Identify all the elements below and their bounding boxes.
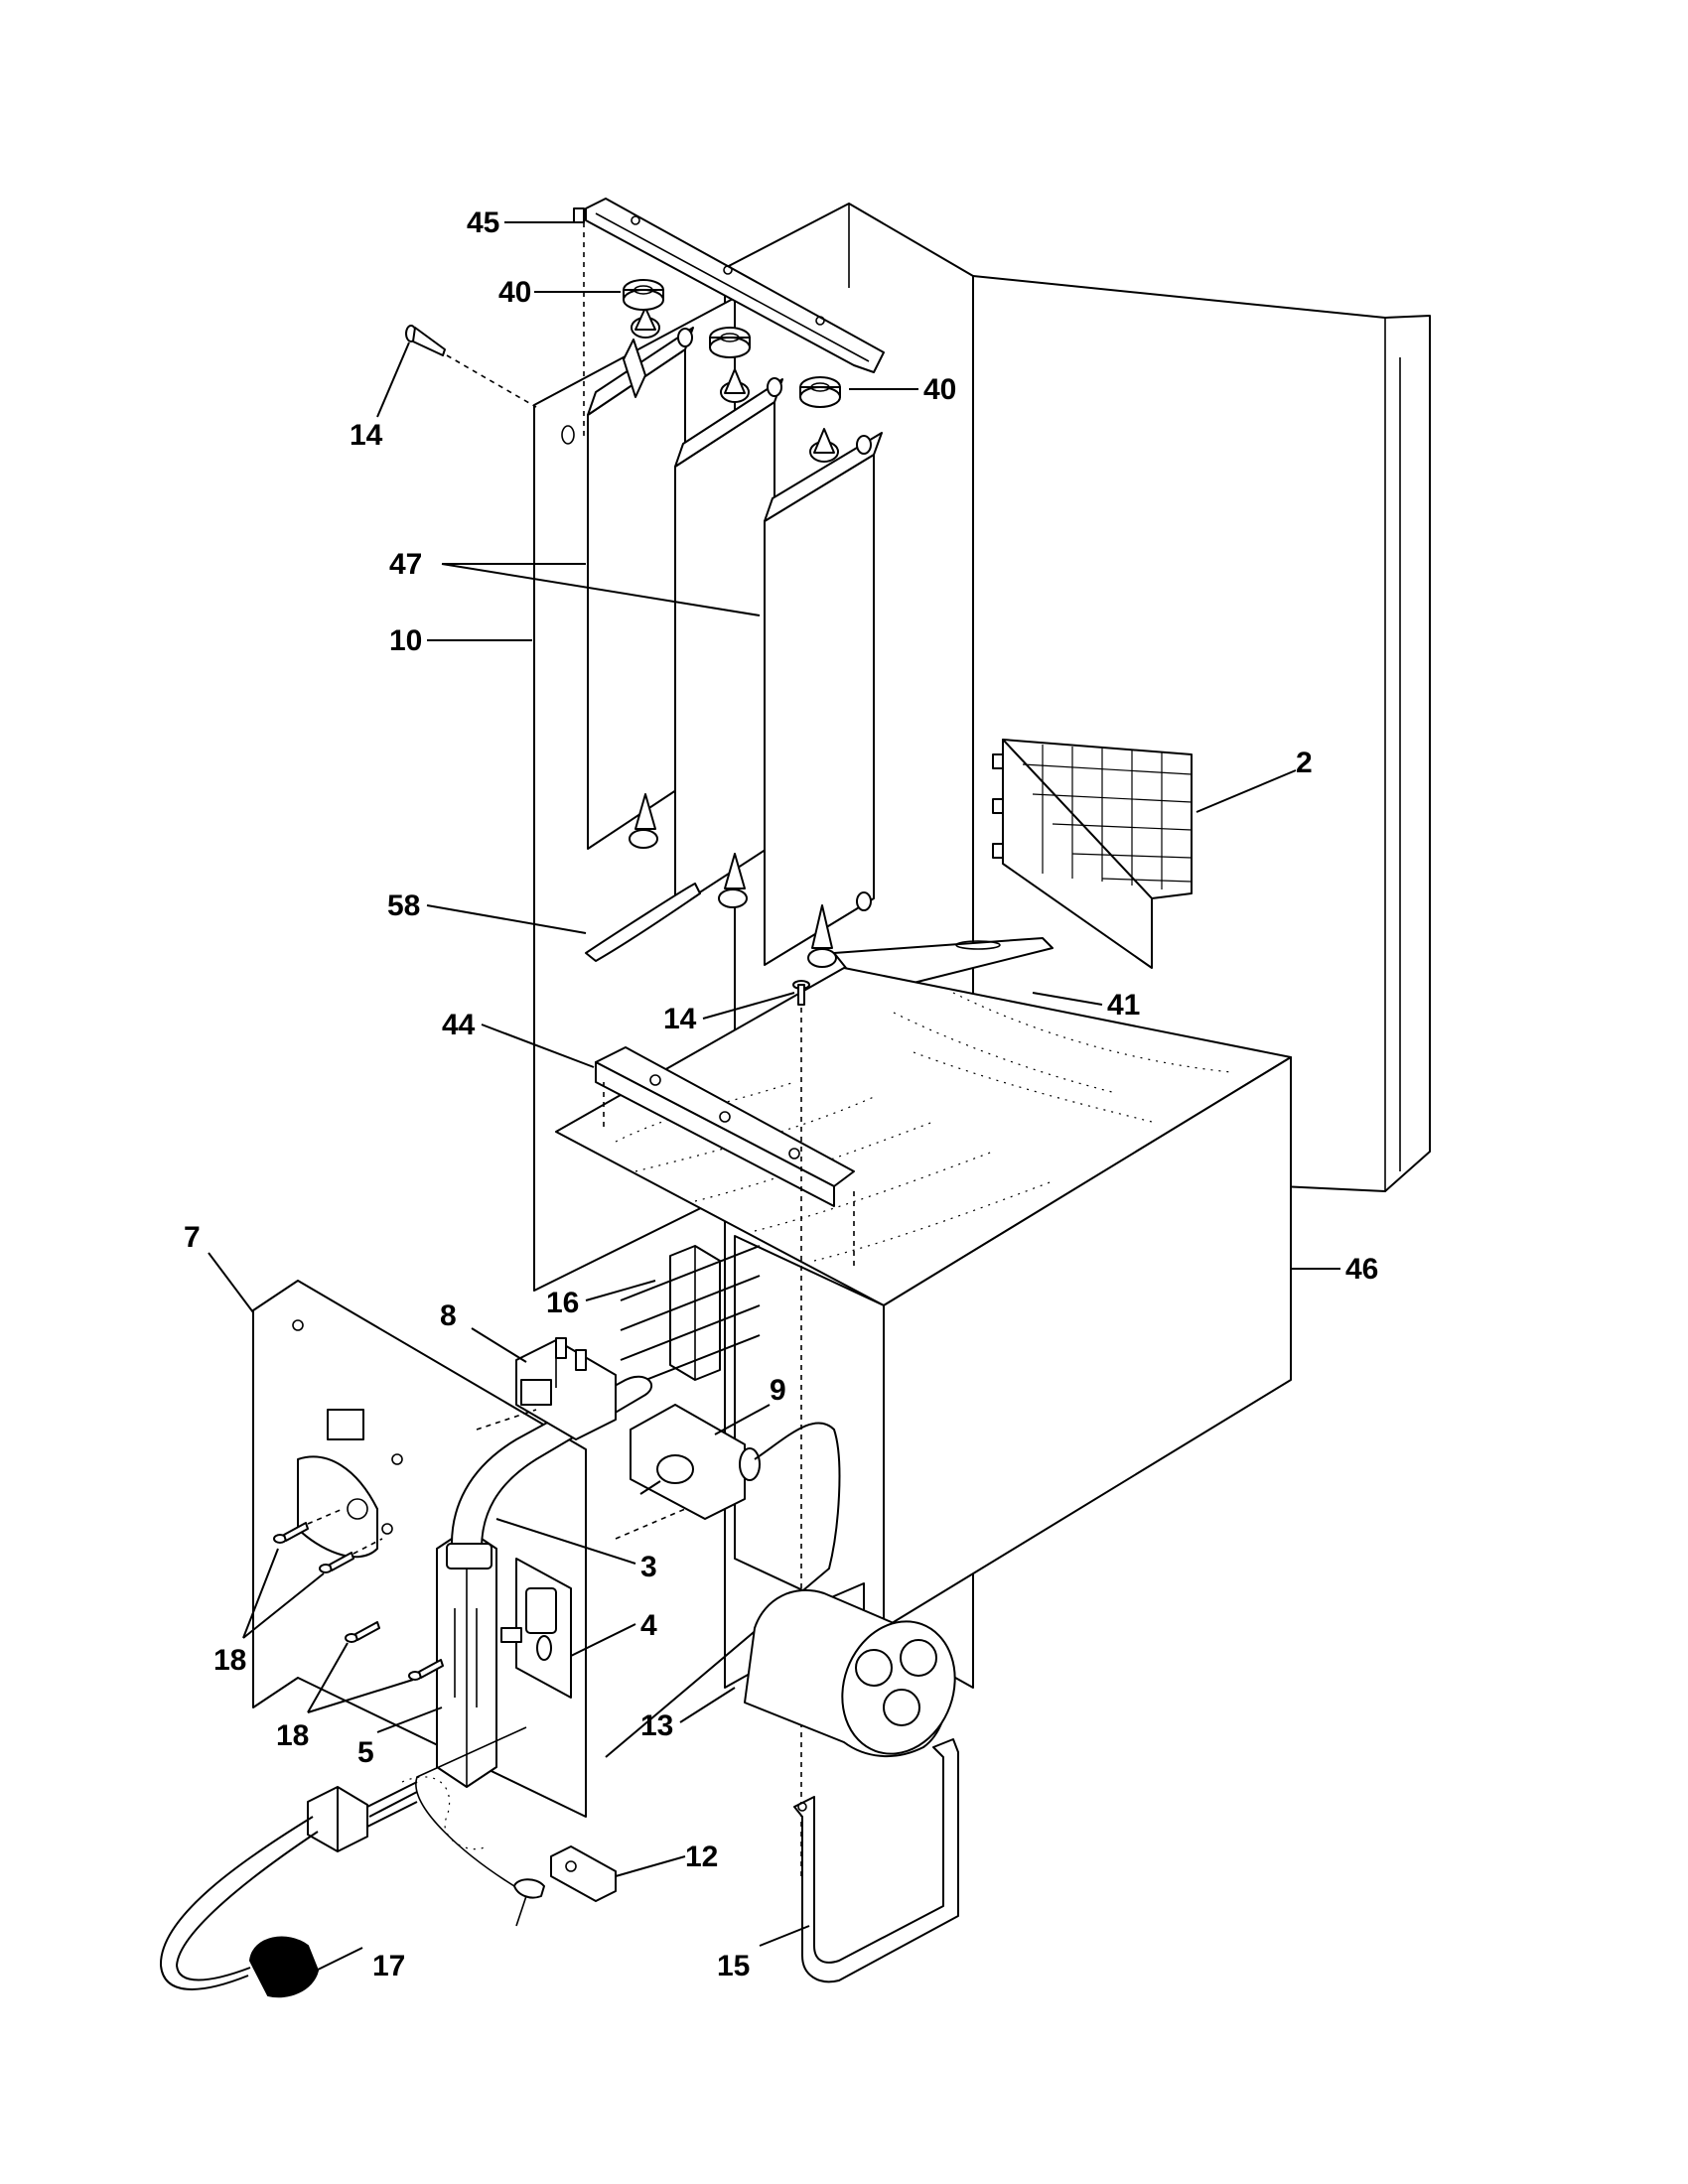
screw-18-d bbox=[408, 1659, 444, 1681]
callout-16: 16 bbox=[546, 1287, 579, 1319]
screw-18-c bbox=[345, 1621, 380, 1643]
callout-46: 46 bbox=[1345, 1253, 1378, 1286]
callout-14-upper: 14 bbox=[350, 419, 383, 452]
screw-18-b bbox=[319, 1538, 383, 1573]
callout-47: 47 bbox=[389, 548, 422, 581]
power-cord bbox=[159, 1776, 488, 1998]
plug-icon bbox=[248, 1936, 320, 1998]
callout-44: 44 bbox=[442, 1009, 476, 1041]
grommet-middle bbox=[709, 327, 751, 358]
control-plate bbox=[252, 1280, 587, 1818]
callout-4: 4 bbox=[640, 1609, 657, 1642]
motor-bracket bbox=[793, 1738, 959, 1983]
callout-10: 10 bbox=[389, 624, 422, 657]
callout-5: 5 bbox=[357, 1736, 374, 1769]
evaporator-plate-3 bbox=[764, 428, 883, 968]
callout-40-top: 40 bbox=[498, 276, 531, 309]
screw-upper bbox=[405, 325, 537, 408]
callout-15: 15 bbox=[717, 1950, 750, 1982]
callout-7: 7 bbox=[184, 1221, 201, 1254]
screws-control bbox=[273, 1508, 444, 1681]
screw-18-a bbox=[273, 1508, 344, 1544]
cabinet-body bbox=[555, 967, 1292, 1629]
callout-8: 8 bbox=[440, 1299, 457, 1332]
leader-lines bbox=[208, 221, 1340, 1975]
evaporator-plate-2 bbox=[674, 368, 783, 909]
drip-tray bbox=[585, 883, 701, 962]
evaporator-plates bbox=[587, 307, 883, 968]
callout-13: 13 bbox=[640, 1709, 673, 1742]
air-grille bbox=[992, 739, 1193, 969]
callout-17: 17 bbox=[372, 1950, 405, 1982]
control-housing bbox=[436, 1528, 497, 1788]
switch bbox=[476, 1337, 617, 1440]
callout-18-upper: 18 bbox=[213, 1644, 246, 1677]
callout-3: 3 bbox=[640, 1551, 657, 1583]
temperature-sensor bbox=[415, 1726, 617, 1927]
callout-9: 9 bbox=[770, 1374, 786, 1407]
grommet-right bbox=[799, 376, 841, 408]
callout-58: 58 bbox=[387, 889, 420, 922]
callout-18-lower: 18 bbox=[276, 1719, 309, 1752]
callout-labels: 45 40 40 14 47 10 2 58 41 14 44 46 7 16 … bbox=[184, 206, 1378, 1982]
callout-45: 45 bbox=[467, 206, 499, 239]
callout-40-right: 40 bbox=[923, 373, 956, 406]
screw-lower bbox=[792, 980, 810, 1876]
cross-bar bbox=[595, 1046, 855, 1266]
callout-14-lower: 14 bbox=[663, 1003, 697, 1035]
evaporator-plate-1 bbox=[587, 307, 694, 850]
callout-41: 41 bbox=[1107, 989, 1140, 1022]
callout-2: 2 bbox=[1296, 747, 1313, 779]
grommet-top bbox=[623, 279, 664, 311]
thermostat-bracket bbox=[500, 1558, 572, 1699]
top-mounting-bar bbox=[573, 198, 885, 373]
fan-motor bbox=[744, 1588, 956, 1758]
callout-12: 12 bbox=[685, 1841, 718, 1873]
